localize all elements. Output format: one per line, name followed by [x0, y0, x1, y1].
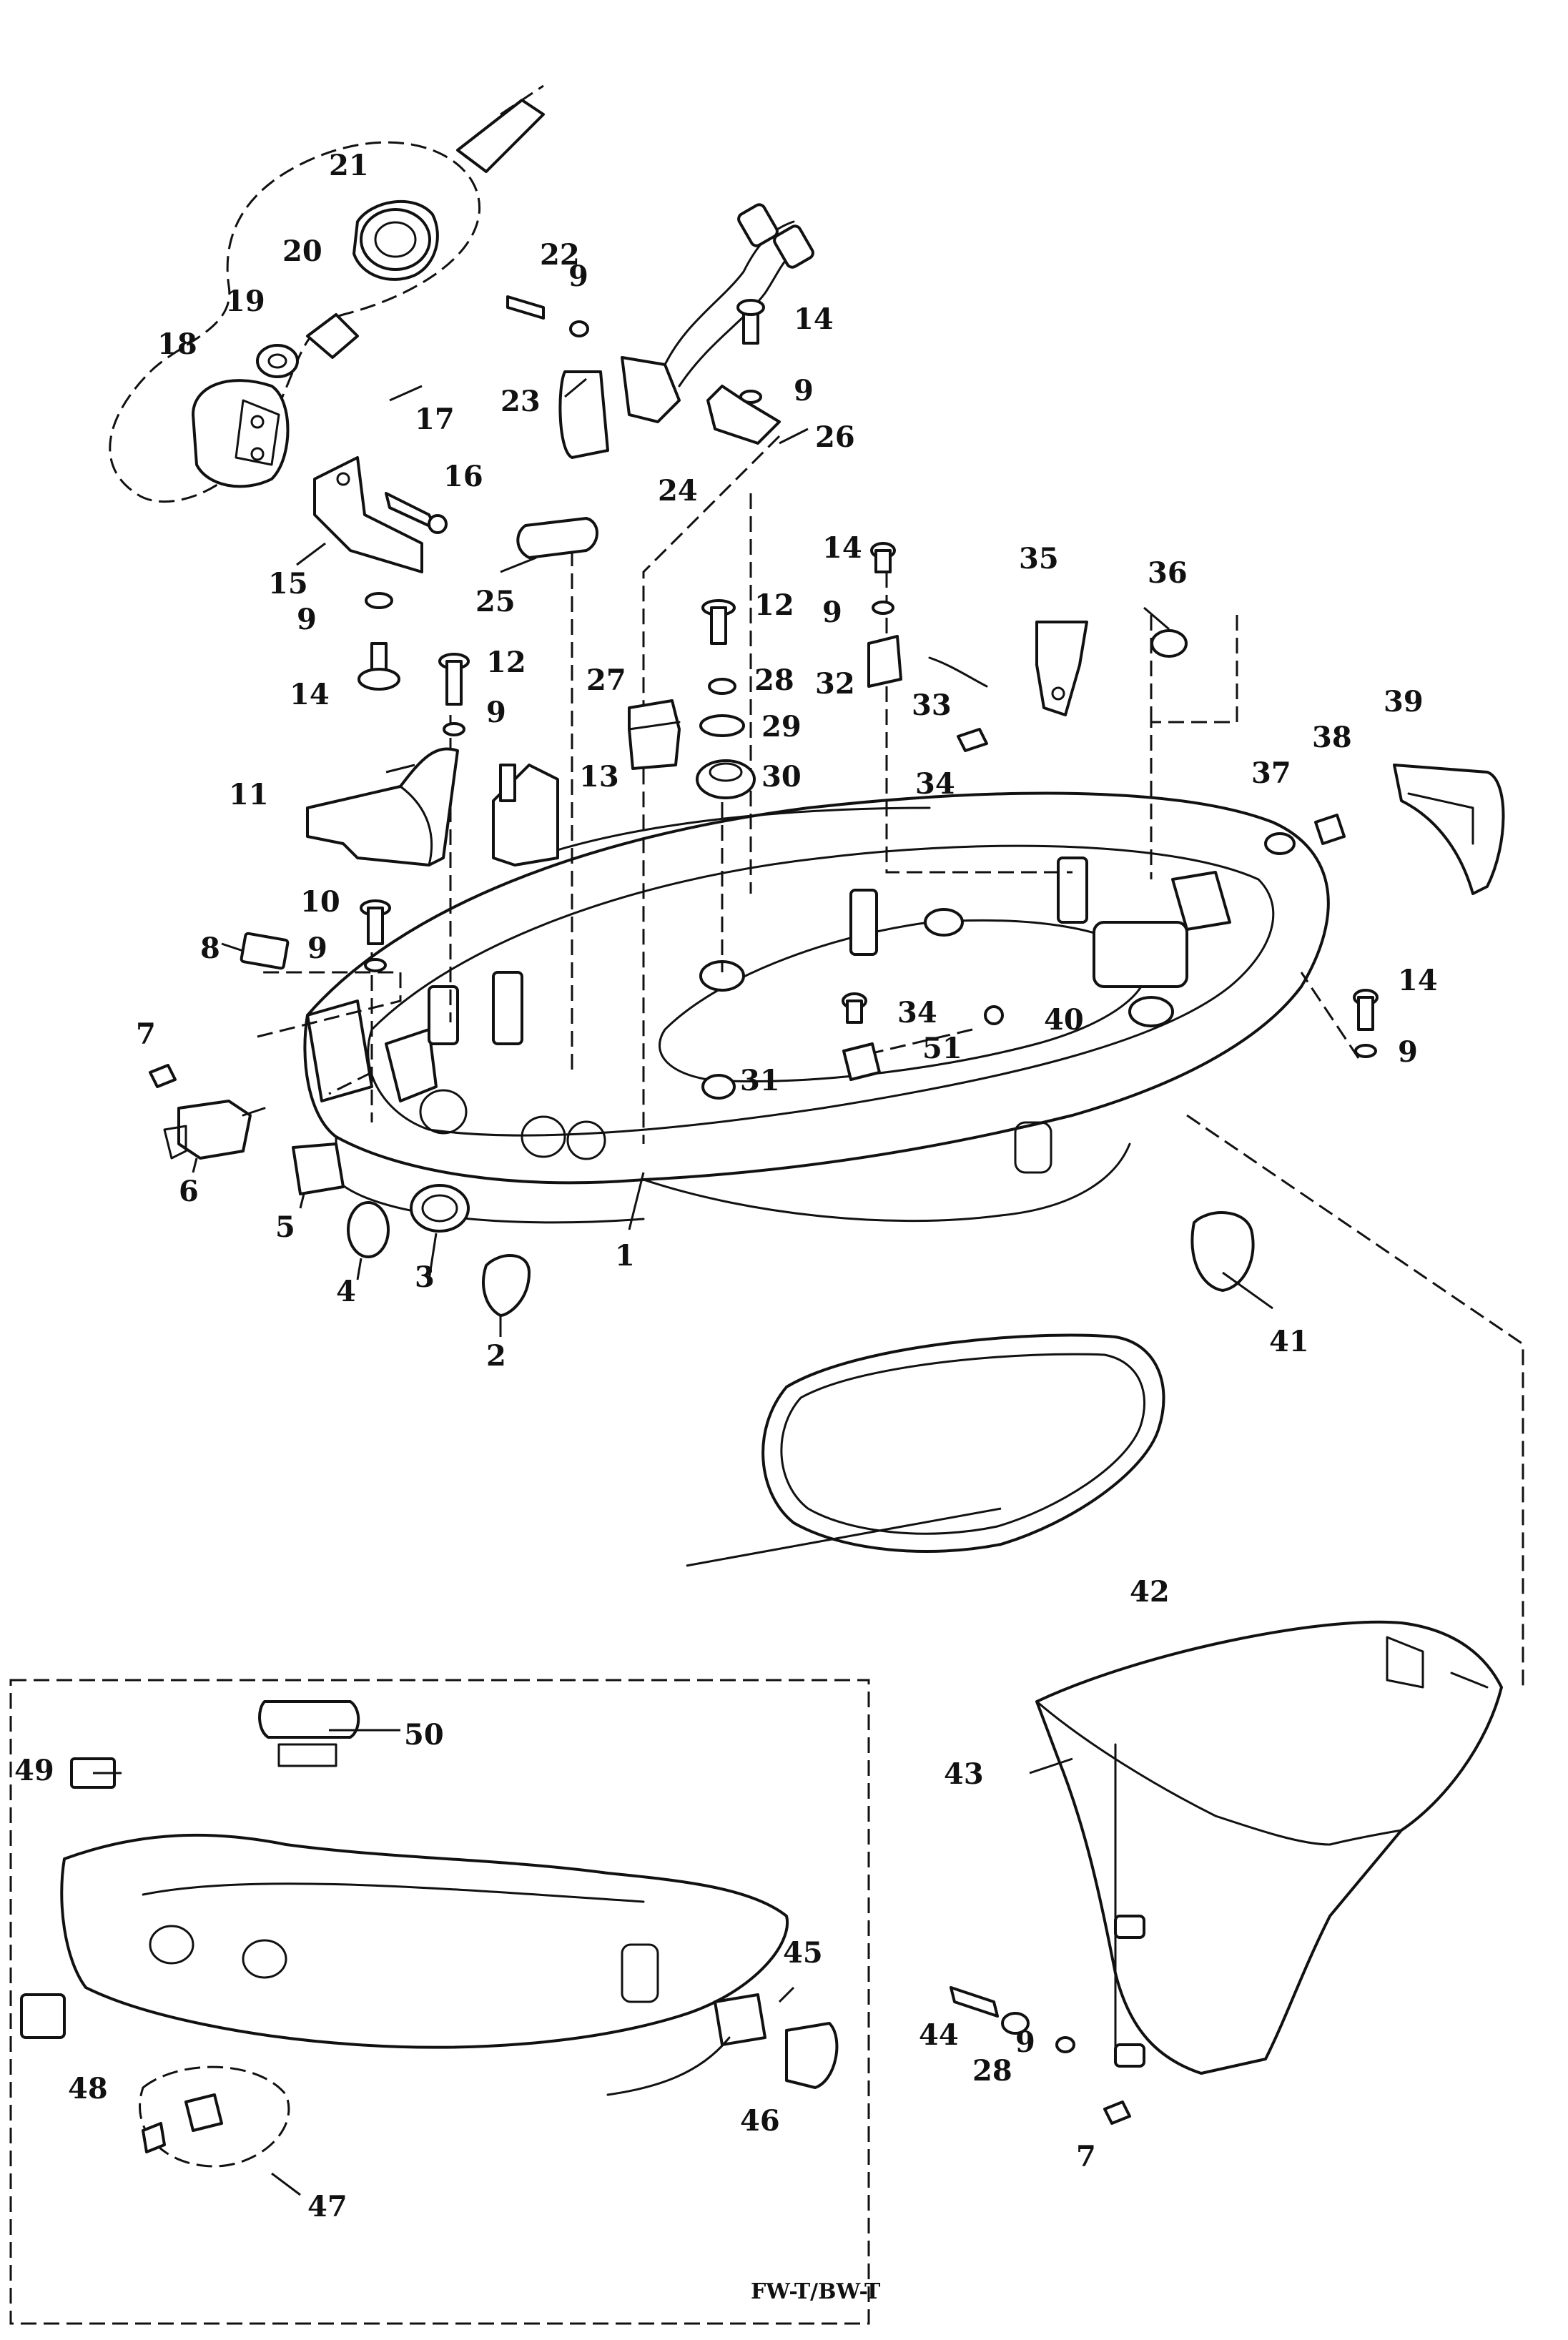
callout-17: 17 — [415, 403, 455, 436]
callout-33: 33 — [912, 688, 952, 722]
callout-28-a: 28 — [754, 663, 794, 697]
callout-22: 22 — [540, 238, 580, 272]
callout-14-c: 14 — [822, 531, 862, 565]
callout-12-b: 12 — [754, 588, 794, 622]
callout-11: 11 — [229, 778, 269, 811]
callout-9-a: 9 — [568, 260, 588, 293]
callout-19: 19 — [225, 285, 265, 318]
callout-18: 18 — [157, 327, 197, 361]
callout-8: 8 — [200, 932, 220, 965]
callout-5: 5 — [275, 1210, 295, 1244]
callout-45: 45 — [783, 1936, 823, 1970]
callout-37: 37 — [1251, 756, 1291, 790]
lower-casing-part-1 — [303, 791, 1330, 1224]
left-parts — [149, 899, 531, 1317]
callout-31: 31 — [740, 1064, 780, 1097]
callout-20: 20 — [282, 235, 322, 268]
callout-51: 51 — [922, 1032, 962, 1065]
callout-16: 16 — [443, 460, 483, 493]
callout-3: 3 — [415, 1260, 435, 1294]
callout-34-a: 34 — [915, 767, 955, 801]
callout-15: 15 — [268, 567, 308, 601]
callout-4: 4 — [336, 1275, 356, 1308]
callout-47: 47 — [307, 2190, 347, 2223]
callout-9-e: 9 — [307, 932, 327, 965]
callout-9-c: 9 — [297, 603, 317, 636]
callout-28-b: 28 — [972, 2054, 1012, 2088]
callout-9-f: 9 — [822, 596, 842, 629]
callout-27: 27 — [586, 663, 626, 697]
bracket-group-11-13 — [306, 747, 559, 867]
callout-44: 44 — [919, 2018, 959, 2052]
callout-50: 50 — [404, 1718, 444, 1752]
switch-cable-group — [506, 203, 814, 770]
plug-and-seal — [761, 1211, 1255, 1553]
callout-43: 43 — [944, 1757, 984, 1791]
callout-7-top: 7 — [136, 1017, 156, 1051]
cowling-part-43 — [950, 1620, 1503, 2125]
callout-6: 6 — [179, 1175, 199, 1208]
callout-25: 25 — [475, 585, 516, 618]
callout-35: 35 — [1019, 542, 1059, 576]
callout-1: 1 — [615, 1239, 635, 1273]
callout-34-b: 34 — [897, 996, 937, 1030]
callout-14-a: 14 — [794, 302, 834, 336]
callout-23: 23 — [501, 385, 541, 418]
callout-32: 32 — [815, 667, 855, 701]
leader-lines — [93, 377, 1273, 2196]
callout-labels: 1 2 3 4 5 6 7 7 8 9 9 9 9 9 9 9 9 10 11 … — [14, 149, 1438, 2304]
callout-9-g: 9 — [1398, 1035, 1418, 1069]
callout-9-b: 9 — [794, 374, 814, 408]
callout-24: 24 — [658, 474, 698, 508]
latch-group — [842, 542, 1505, 1081]
callout-40: 40 — [1044, 1003, 1084, 1037]
mount-stack — [438, 599, 756, 799]
callout-14-b: 14 — [290, 678, 330, 711]
callout-10: 10 — [300, 885, 340, 919]
variant-inset — [9, 1679, 870, 2325]
callout-21: 21 — [329, 149, 369, 182]
callout-2: 2 — [486, 1339, 506, 1373]
callout-9-d: 9 — [486, 696, 506, 729]
callout-26: 26 — [815, 420, 855, 454]
callout-12-a: 12 — [486, 646, 526, 679]
control-knob-group — [192, 99, 545, 691]
callout-46: 46 — [740, 2104, 780, 2138]
callout-30: 30 — [761, 760, 802, 794]
callout-36: 36 — [1148, 556, 1188, 590]
callout-42: 42 — [1130, 1575, 1170, 1609]
callout-49: 49 — [14, 1754, 54, 1787]
callout-41: 41 — [1269, 1325, 1309, 1358]
callout-48: 48 — [68, 2072, 108, 2105]
callout-39: 39 — [1384, 685, 1424, 719]
callout-7-bottom: 7 — [1076, 2140, 1096, 2173]
callout-9-h: 9 — [1015, 2025, 1035, 2059]
callout-29: 29 — [761, 710, 802, 744]
callout-14-d: 14 — [1398, 964, 1438, 997]
callout-13: 13 — [579, 760, 619, 794]
callout-38: 38 — [1312, 721, 1352, 754]
inset-model-tag: FW-T/BW-T — [751, 2279, 881, 2304]
